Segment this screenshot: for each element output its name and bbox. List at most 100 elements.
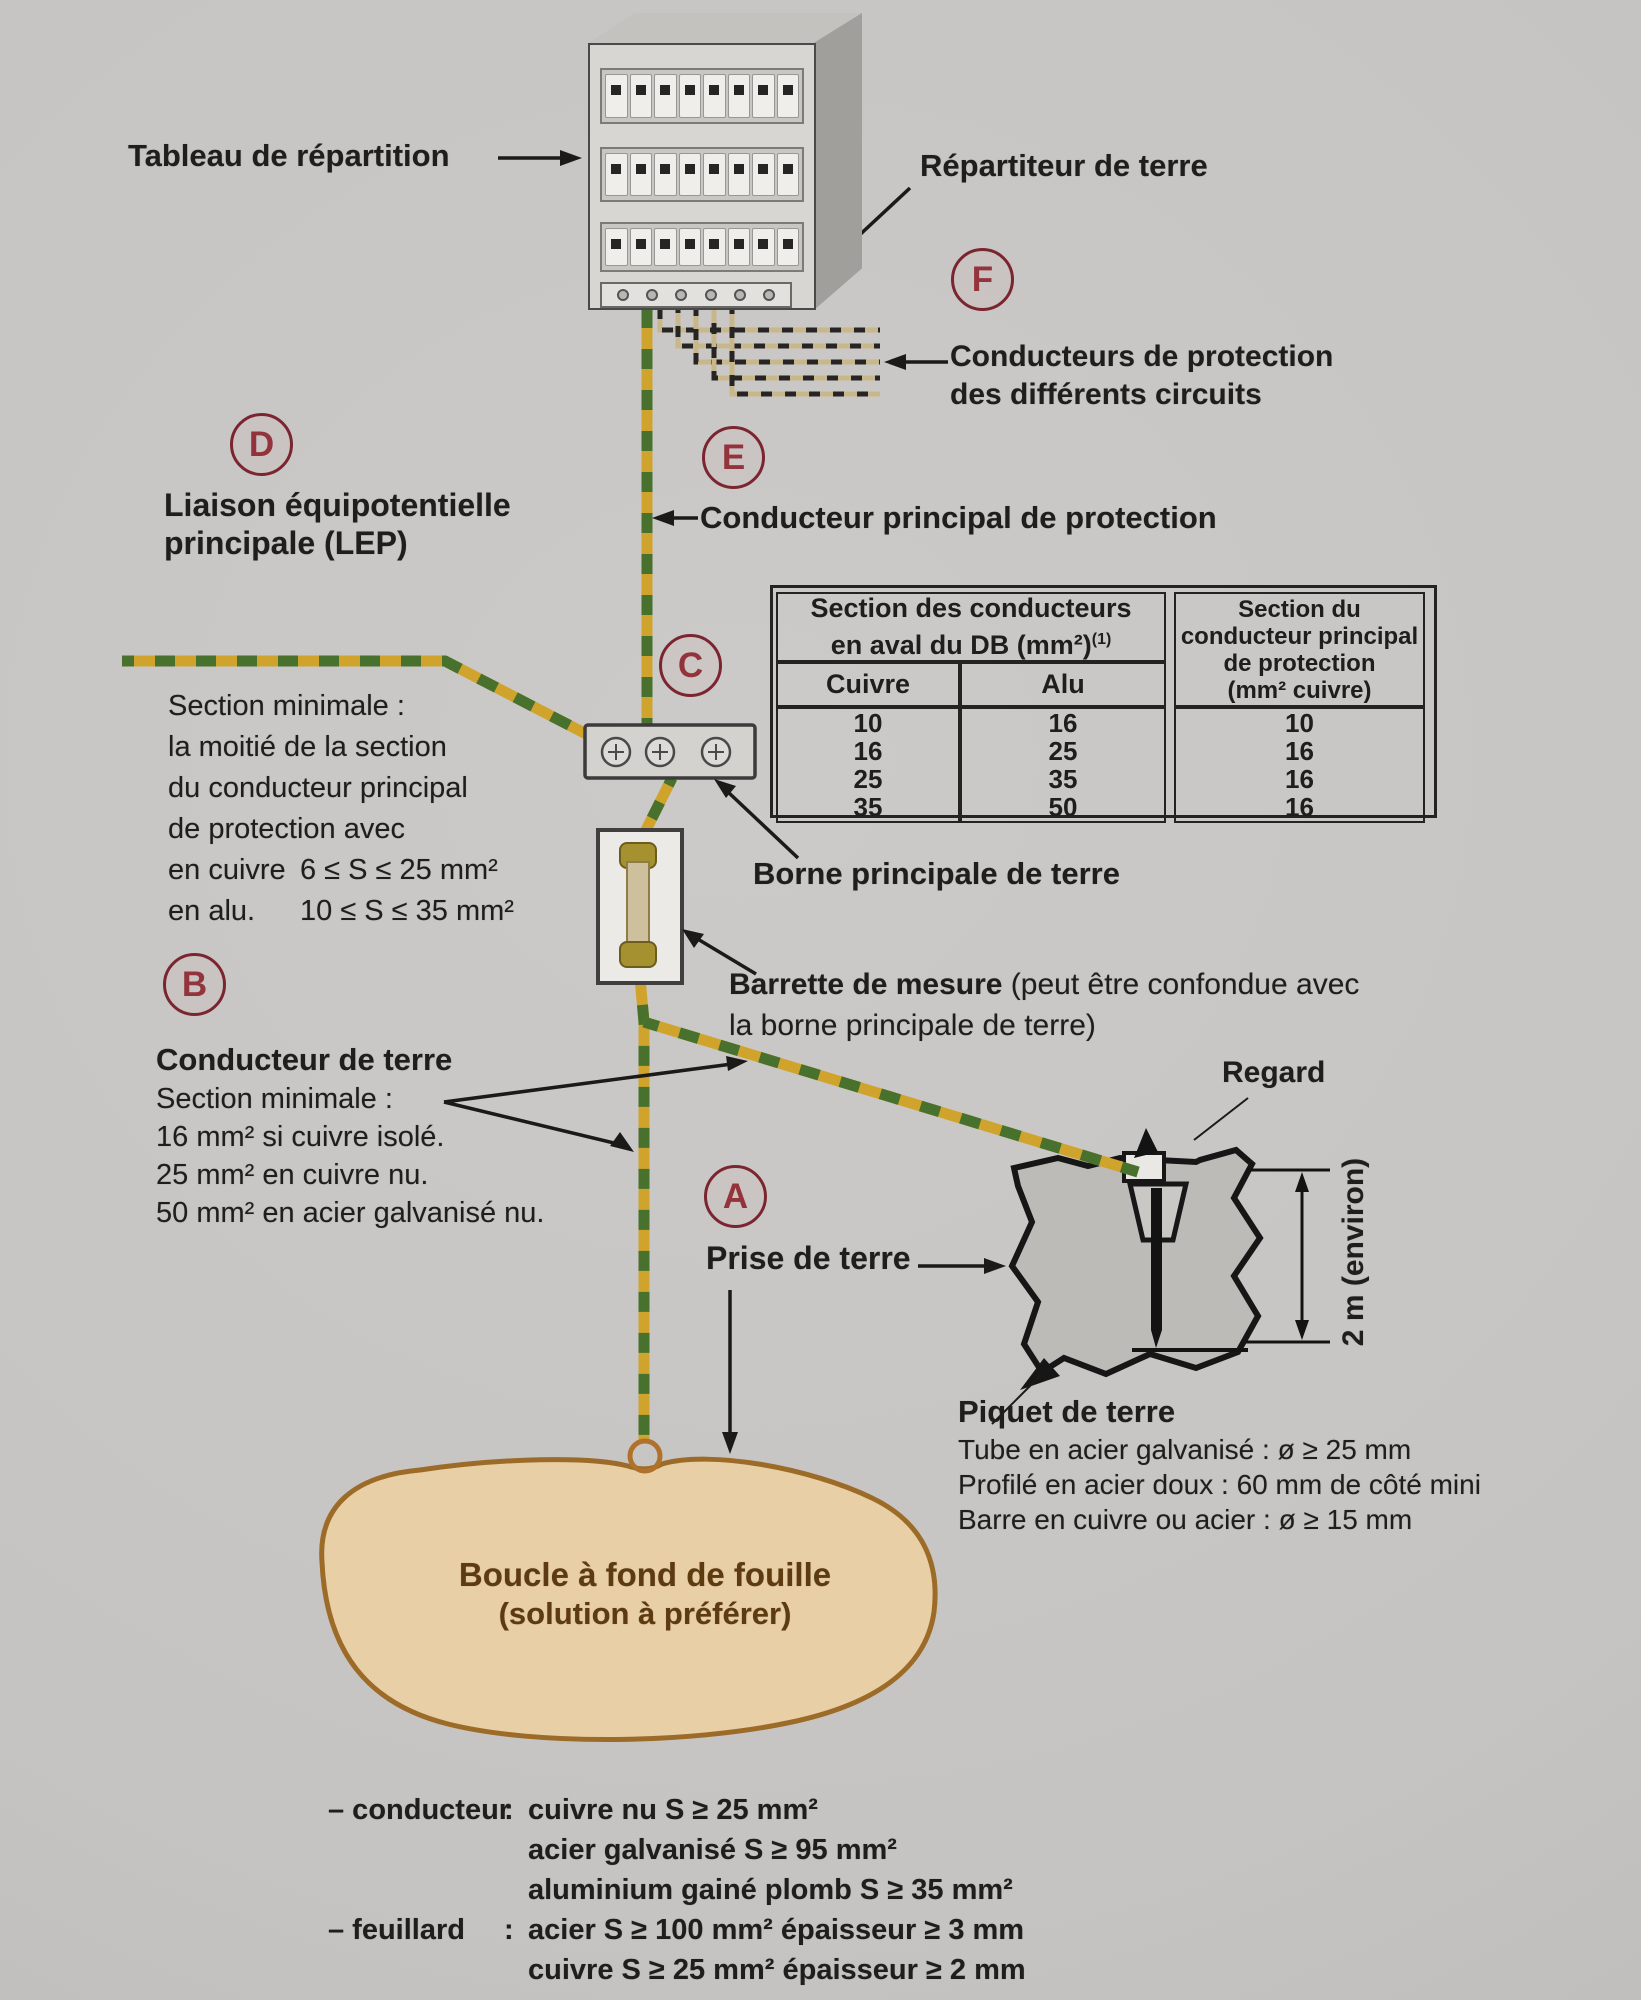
earth-conductor-note: Section minimale : 16 mm² si cuivre isol…	[156, 1080, 544, 1232]
earth-rod-assembly	[1122, 1128, 1248, 1352]
spec-label: – conducteur	[328, 1794, 511, 1826]
spec-colon: :	[504, 1914, 514, 1946]
spec-value: aluminium gainé plomb S ≥ 35 mm²	[528, 1874, 1013, 1906]
terminal-dot	[645, 289, 658, 301]
circuit-breaker	[654, 153, 677, 196]
table-group-header: Section des conducteurs en aval du DB (m…	[776, 592, 1166, 662]
marker-letter: F	[971, 259, 994, 299]
earth-rod	[1151, 1188, 1162, 1330]
circuit-breaker	[703, 74, 726, 118]
earth-conductor-line: 16 mm² si cuivre isolé.	[156, 1121, 445, 1153]
pit-arrowhead	[1134, 1128, 1158, 1158]
breaker-row	[600, 222, 804, 272]
terminal-dot	[675, 289, 688, 301]
circuit-breaker	[727, 153, 750, 196]
protection-conductors-label-1: Conducteurs de protection	[950, 340, 1334, 373]
table-header-text: conducteur principal	[1180, 622, 1419, 650]
earth-rod-title: Piquet de terre	[958, 1394, 1176, 1429]
boucle-blob	[319, 1456, 938, 1743]
table-cell: 16	[1285, 764, 1314, 794]
circuit-breaker	[752, 153, 775, 196]
table-header-text: Section du	[1238, 595, 1361, 623]
circuit-breaker	[605, 74, 628, 118]
terminal-dot	[763, 289, 776, 301]
lep-title-2: principale (LEP)	[164, 525, 408, 561]
lep-title-1: Liaison équipotentielle	[164, 487, 511, 523]
marker-F: F	[951, 248, 1014, 311]
table-cell: 35	[853, 792, 883, 822]
earth-wires	[122, 308, 1140, 1474]
marker-letter: A	[722, 1176, 749, 1216]
wire-loop	[627, 1438, 663, 1474]
table-header-text: (mm² cuivre)	[1227, 676, 1372, 704]
terminal-dot	[704, 289, 717, 301]
spec-label: – feuillard	[328, 1914, 465, 1946]
lep-note-alu: en alu. 10 ≤ S ≤ 35 mm²	[168, 891, 514, 932]
spec-label	[328, 1950, 504, 1990]
lep-note-copper: en cuivre 6 ≤ S ≤ 25 mm²	[168, 850, 514, 891]
terminal-dot	[616, 289, 629, 301]
lep-copper-value: 6 ≤ S ≤ 25 mm²	[300, 854, 498, 886]
lep-note-line: de protection avec	[168, 813, 405, 845]
earth-conductor-line: Section minimale :	[156, 1083, 393, 1115]
dimension-label: 2 m (environ)	[1337, 1157, 1370, 1347]
circuit-breaker	[678, 153, 701, 196]
circuit-breaker	[776, 228, 799, 266]
circuit-breaker	[727, 74, 750, 118]
protection-circuit-wires	[657, 308, 880, 397]
marker-A: A	[704, 1165, 767, 1228]
lep-note-line: du conducteur principal	[168, 772, 468, 804]
table-spacer	[1166, 592, 1174, 823]
circuit-breaker	[703, 228, 726, 266]
earth-rod-specs: Tube en acier galvanisé : ø ≥ 25 mm Prof…	[958, 1432, 1481, 1537]
circuit-breaker	[703, 153, 726, 196]
measuring-bar-label-rest: (peut être confondue avec	[1002, 968, 1360, 1001]
table-header-text: Section des conducteurs	[810, 593, 1132, 623]
main-protective-conductor-label: Conducteur principal de protection	[700, 500, 1217, 535]
breaker-row	[600, 68, 804, 124]
earth-blob	[1008, 1146, 1264, 1378]
circuit-breaker	[654, 228, 677, 266]
table-cell: 10	[1285, 708, 1314, 738]
earth-conductor-title: Conducteur de terre	[156, 1042, 453, 1077]
spec-value: cuivre nu S ≥ 25 mm²	[528, 1794, 818, 1826]
spec-value: acier S ≥ 100 mm² épaisseur ≥ 3 mm	[528, 1914, 1025, 1946]
main-earth-terminal-label: Borne principale de terre	[753, 856, 1120, 891]
circuit-breaker	[752, 74, 775, 118]
lep-note: Section minimale : la moitié de la secti…	[168, 686, 514, 932]
circuit-breaker	[752, 228, 775, 266]
table-cell: 16	[1285, 736, 1314, 766]
marker-letter: E	[721, 437, 746, 477]
measuring-bar-label-bold: Barrette de mesure	[729, 968, 1003, 1001]
spec-value: acier galvanisé S ≥ 95 mm²	[528, 1834, 897, 1866]
earth-conductor-line: 50 mm² en acier galvanisé nu.	[156, 1197, 545, 1229]
inspection-pit-label: Regard	[1222, 1056, 1326, 1089]
spec-colon	[504, 1870, 528, 1910]
table-cell: 50	[1048, 792, 1078, 822]
lep-alu-label: en alu.	[168, 895, 256, 927]
lep-alu-value: 10 ≤ S ≤ 35 mm²	[300, 895, 514, 927]
foundation-loop-label-1: Boucle à fond de fouille	[458, 1556, 832, 1593]
table-data-col-3: 10 16 16 16	[1174, 707, 1425, 823]
circuit-breaker	[605, 228, 628, 266]
distribution-panel	[588, 43, 816, 310]
table-header-text: en aval du DB (mm²)(1)	[830, 630, 1112, 660]
table-footnote-ref: (1)	[1091, 631, 1112, 648]
table-cell: 10	[853, 708, 883, 738]
terminal-dot	[733, 289, 746, 301]
earth-distributor-label: Répartiteur de terre	[920, 148, 1208, 183]
marker-letter: C	[677, 645, 704, 685]
spec-label	[328, 1830, 504, 1870]
earth-rod-spec-line: Profilé en acier doux : 60 mm de côté mi…	[958, 1469, 1481, 1500]
table-cell: 16	[1285, 792, 1314, 822]
breaker-row	[600, 147, 804, 202]
circuit-breaker	[776, 74, 799, 118]
spec-colon	[504, 1830, 528, 1870]
circuit-breaker	[678, 228, 701, 266]
spec-colon	[504, 1950, 528, 1990]
earth-rod-spec-line: Tube en acier galvanisé : ø ≥ 25 mm	[958, 1434, 1412, 1465]
marker-C: C	[659, 634, 722, 697]
main-earth-terminal	[583, 723, 757, 780]
